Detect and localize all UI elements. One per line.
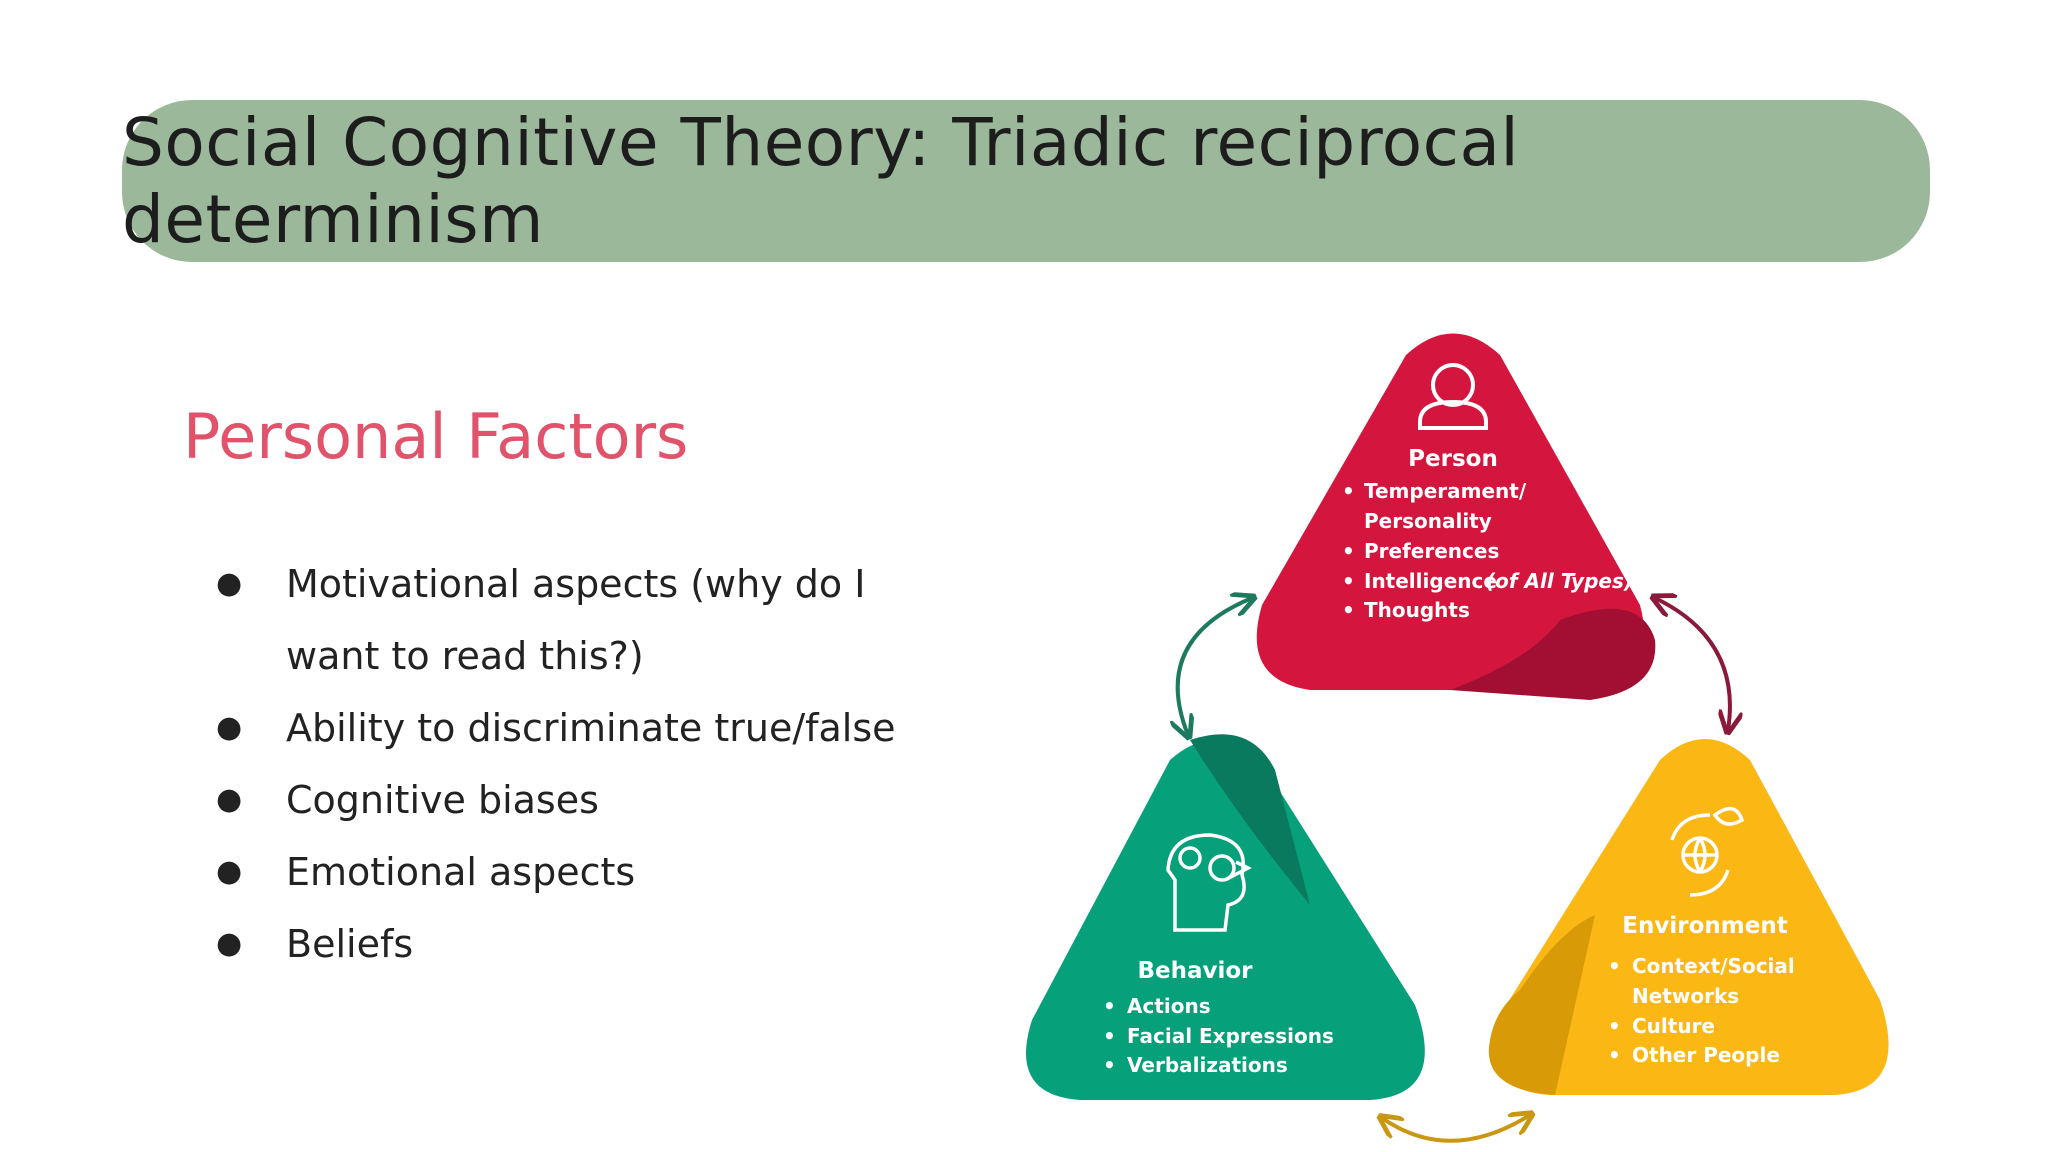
svg-text:•: • — [1103, 1024, 1116, 1048]
environment-title: Environment — [1622, 913, 1787, 939]
environment-node: Environment • Context/Social Networks • … — [1488, 739, 1889, 1095]
bullet-icon: ● — [216, 926, 243, 961]
bullet-list: ●Motivational aspects (why do I want to … — [210, 548, 970, 980]
person-item: (of All Types) — [1486, 569, 1633, 593]
list-item: ●Emotional aspects — [210, 836, 970, 908]
behavior-item: Facial Expressions — [1127, 1024, 1334, 1048]
bullet-icon: ● — [216, 710, 243, 745]
head-gears-icon — [1166, 833, 1252, 932]
page-title: Social Cognitive Theory: Triadic recipro… — [122, 104, 1520, 258]
svg-text:•: • — [1103, 994, 1116, 1018]
svg-text:•: • — [1608, 954, 1621, 978]
arrow-person-environment — [1655, 598, 1730, 730]
bullet-icon: ● — [216, 782, 243, 817]
environment-item: Networks — [1632, 984, 1739, 1008]
person-item: Intelligence — [1364, 569, 1497, 593]
arrow-person-behavior — [1178, 598, 1252, 735]
environment-item: Context/Social — [1632, 954, 1795, 978]
bullet-icon: ● — [216, 854, 243, 889]
behavior-node: Behavior • Actions • Facial Expressions … — [1026, 734, 1425, 1100]
person-node: Person • Temperament/ Personality • Pref… — [1256, 333, 1656, 700]
title-banner: Social Cognitive Theory: Triadic recipro… — [122, 100, 1930, 262]
person-item: Temperament/ — [1364, 479, 1527, 503]
person-title: Person — [1408, 446, 1498, 472]
arrow-behavior-environment — [1382, 1115, 1530, 1143]
person-item: Preferences — [1364, 539, 1499, 563]
list-item: want to read this?) — [286, 634, 644, 678]
behavior-item: Actions — [1127, 994, 1211, 1018]
person-icon — [1418, 363, 1488, 430]
svg-text:•: • — [1342, 569, 1355, 593]
svg-text:•: • — [1342, 598, 1355, 622]
svg-text:•: • — [1608, 1043, 1621, 1067]
section-heading: Personal Factors — [183, 400, 689, 473]
svg-text:•: • — [1342, 539, 1355, 563]
svg-text:•: • — [1608, 1014, 1621, 1038]
environment-item: Culture — [1632, 1014, 1715, 1038]
list-item: ●Cognitive biases — [210, 764, 970, 836]
bullet-icon: ● — [216, 566, 243, 601]
svg-text:•: • — [1103, 1053, 1116, 1077]
list-item: ●Motivational aspects (why do I — [210, 548, 970, 620]
globe-cycle-icon — [1670, 806, 1745, 897]
list-item: ●Beliefs — [210, 908, 970, 980]
svg-text:•: • — [1342, 479, 1355, 503]
behavior-title: Behavior — [1137, 958, 1253, 984]
behavior-item: Verbalizations — [1127, 1053, 1288, 1077]
list-item: ●Ability to discriminate true/false — [210, 692, 970, 764]
person-item: Thoughts — [1364, 598, 1470, 622]
person-item: Personality — [1364, 509, 1492, 533]
environment-item: Other People — [1632, 1043, 1780, 1067]
